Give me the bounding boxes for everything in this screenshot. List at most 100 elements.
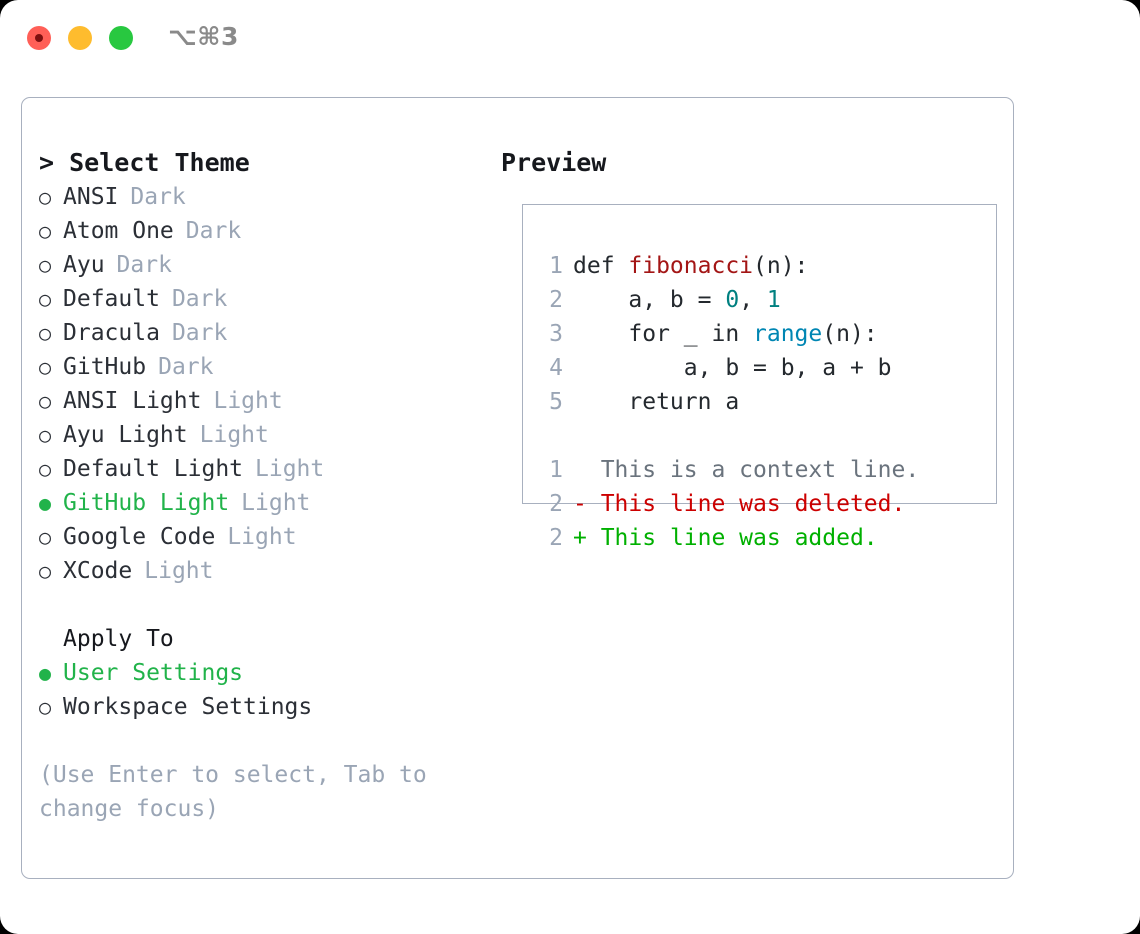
title-bar: ⌥⌘3 — [0, 0, 1140, 78]
apply-to-list[interactable]: ● User Settings ○ Workspace Settings — [39, 656, 489, 724]
theme-variant-tag: Light — [144, 558, 214, 584]
radio-unselected-icon: ○ — [39, 525, 52, 549]
code-line: 3 for _ in range(n): — [541, 317, 919, 351]
diff-sample: 1 This is a context line. 2- This line wa… — [541, 453, 919, 555]
radio-unselected-icon: ○ — [39, 355, 52, 379]
diff-marker: + — [573, 525, 587, 551]
diff-marker: - — [573, 491, 587, 517]
radio-selected-icon: ● — [39, 661, 52, 685]
theme-option-label: Dracula — [63, 320, 160, 346]
apply-to-header: Apply To — [63, 626, 174, 652]
line-number: 3 — [549, 321, 563, 347]
theme-variant-tag: Dark — [116, 252, 172, 278]
code-token-plain: (n): — [753, 253, 809, 279]
theme-variant-tag: Light — [199, 422, 269, 448]
code-token-plain: for _ in — [573, 321, 754, 347]
theme-variant-tag: Dark — [171, 286, 228, 312]
theme-option-ansi-light[interactable]: ○ ANSI Light Light — [39, 384, 489, 418]
radio-unselected-icon: ○ — [39, 423, 52, 447]
theme-option-label: ANSI — [63, 184, 119, 210]
code-token-num: 1 — [766, 287, 781, 313]
apply-to-option-user-settings[interactable]: ● User Settings — [39, 656, 489, 690]
line-number: 2 — [549, 525, 563, 551]
traffic-lights — [27, 26, 133, 50]
theme-option-github[interactable]: ○ GitHub Dark — [39, 350, 489, 384]
theme-option-label: GitHub — [63, 354, 147, 380]
radio-unselected-icon: ○ — [39, 185, 52, 209]
theme-option-ansi[interactable]: ○ ANSI Dark — [39, 180, 489, 214]
minimize-button[interactable] — [68, 26, 92, 50]
keyboard-hint: (Use Enter to select, Tab to change focu… — [39, 762, 441, 822]
radio-unselected-icon: ○ — [39, 253, 52, 277]
diff-line-add: 2 + This line was added. — [541, 521, 919, 555]
apply-to-option-label: User Settings — [63, 660, 244, 686]
radio-unselected-icon: ○ — [39, 321, 52, 345]
radio-unselected-icon: ○ — [39, 219, 52, 243]
theme-variant-tag: Light — [255, 456, 325, 482]
diff-marker — [573, 457, 587, 483]
select-theme-title: Select Theme — [69, 148, 250, 177]
code-token-plain: return a — [573, 389, 740, 415]
diff-text: This line was deleted. — [586, 491, 906, 517]
apply-to-option-workspace-settings[interactable]: ○ Workspace Settings — [39, 690, 489, 724]
theme-option-dracula[interactable]: ○ Dracula Dark — [39, 316, 489, 350]
line-number: 2 — [549, 491, 563, 517]
caret-icon: > — [39, 148, 55, 177]
theme-variant-tag: Light — [213, 388, 283, 414]
theme-option-xcode[interactable]: ○ XCode Light — [39, 554, 489, 588]
theme-option-ayu[interactable]: ○ Ayu Dark — [39, 248, 489, 282]
code-token-plain: , — [739, 287, 767, 313]
radio-unselected-icon: ○ — [39, 695, 52, 719]
apply-to-option-label: Workspace Settings — [63, 694, 313, 720]
keyboard-shortcut-label: ⌥⌘3 — [168, 22, 239, 51]
radio-unselected-icon: ○ — [39, 559, 52, 583]
code-token-builtin: range — [753, 321, 823, 347]
close-button[interactable] — [27, 26, 51, 50]
zoom-button[interactable] — [109, 26, 133, 50]
theme-option-label: Ayu Light — [63, 422, 188, 448]
preview-title: Preview — [501, 148, 607, 177]
code-line: 5 return a — [541, 385, 919, 419]
code-token-plain: a, b = b, a + b — [573, 355, 892, 381]
spacer-2 — [39, 724, 489, 758]
code-line: 2 a, b = 0, 1 — [541, 283, 919, 317]
theme-option-label: ANSI Light — [63, 388, 202, 414]
theme-option-label: Ayu — [63, 252, 105, 278]
diff-text: This is a context line. — [586, 457, 920, 483]
line-number: 4 — [549, 355, 563, 381]
theme-variant-tag: Dark — [130, 184, 186, 210]
code-token-num: 0 — [725, 287, 740, 313]
theme-variant-tag: Dark — [185, 218, 242, 244]
diff-text: This line was added. — [586, 525, 878, 551]
radio-unselected-icon: ○ — [39, 389, 52, 413]
line-number: 5 — [549, 389, 563, 415]
theme-variant-tag: Dark — [171, 320, 228, 346]
line-number: 1 — [549, 457, 563, 483]
diff-line-ctx: 1 This is a context line. — [541, 453, 919, 487]
select-theme-header: > Select Theme — [39, 146, 489, 180]
code-token-plain: a, b = — [573, 287, 726, 313]
code-token-plain: def — [573, 253, 629, 279]
code-line: 4 a, b = b, a + b — [541, 351, 919, 385]
theme-variant-tag: Light — [227, 524, 297, 550]
theme-option-ayu-light[interactable]: ○ Ayu Light Light — [39, 418, 489, 452]
radio-unselected-icon: ○ — [39, 457, 52, 481]
code-token-plain: (n): — [822, 321, 878, 347]
spacer — [39, 588, 489, 622]
theme-option-label: GitHub Light — [63, 490, 230, 516]
theme-variant-tag: Dark — [158, 354, 214, 380]
theme-option-label: XCode — [63, 558, 133, 584]
line-number: 1 — [549, 253, 563, 279]
